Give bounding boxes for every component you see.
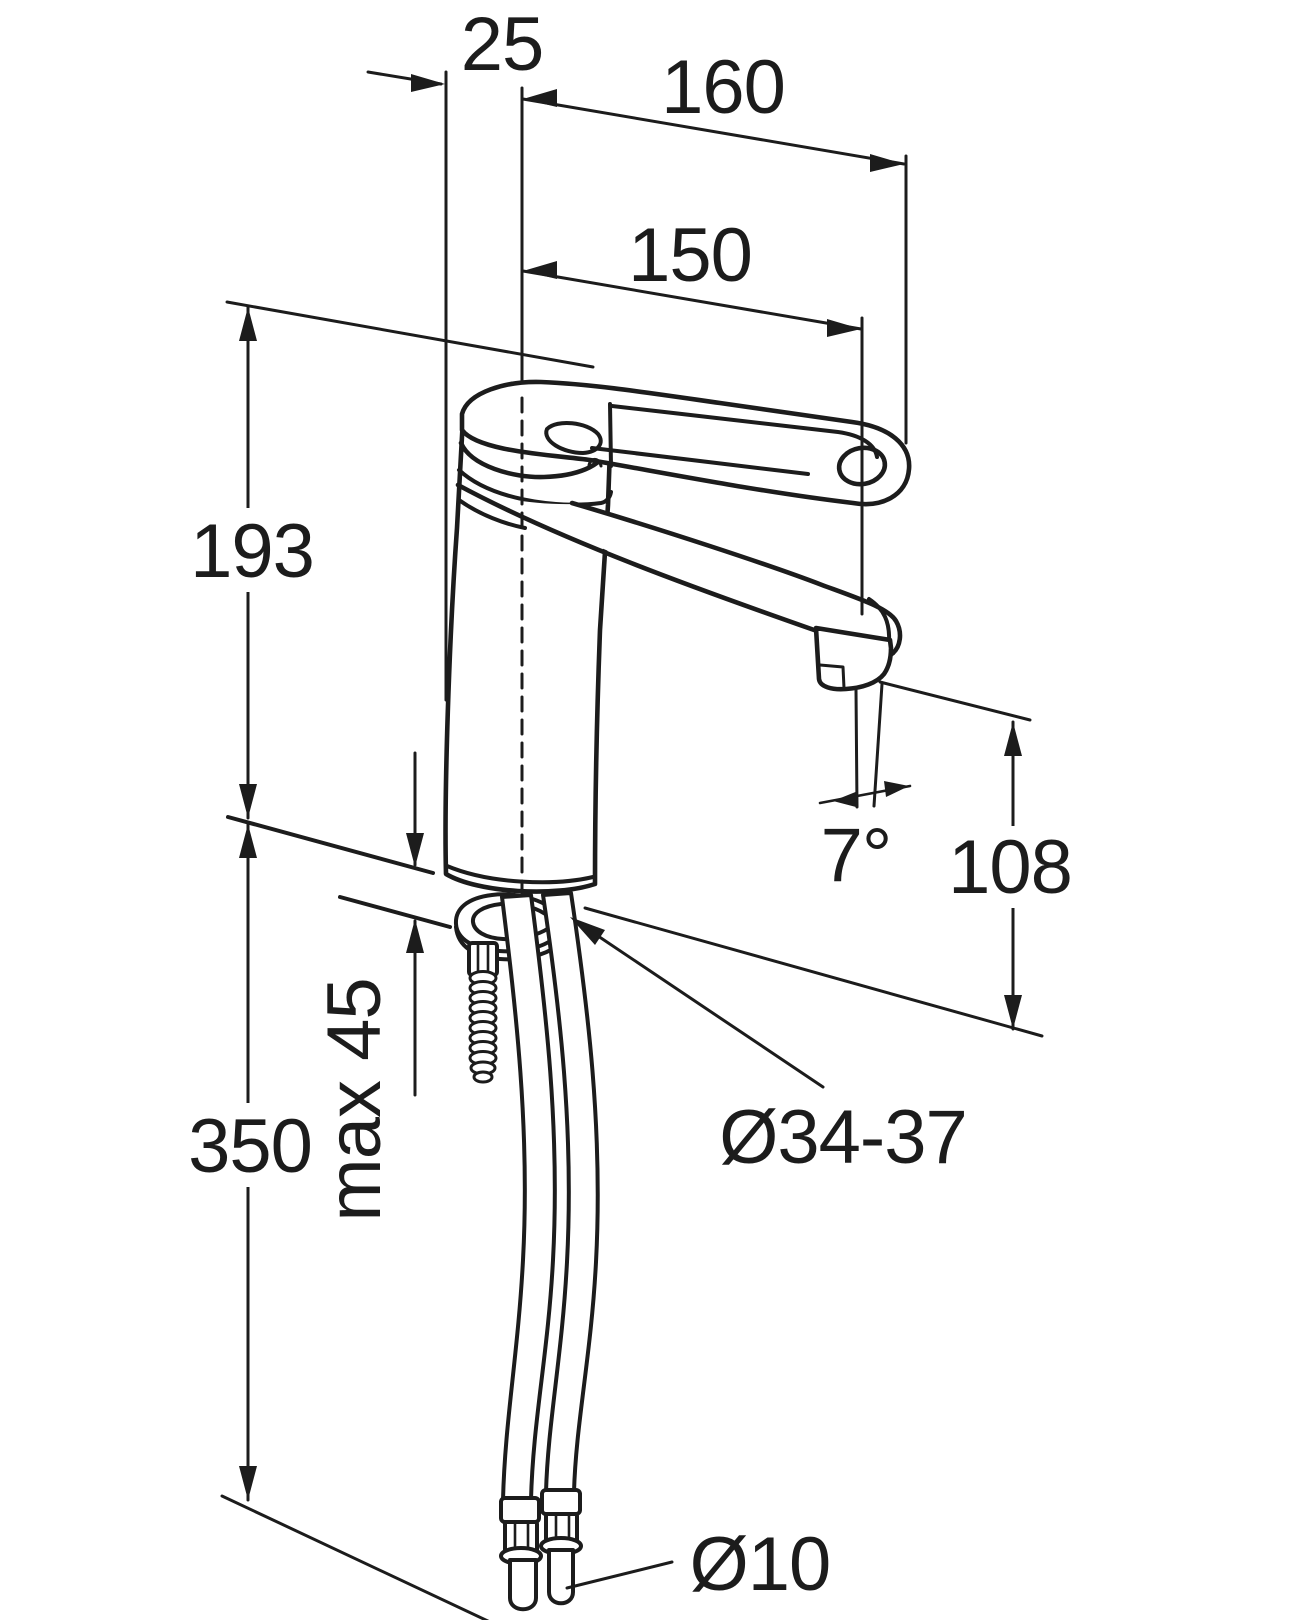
arrowhead-left-icon bbox=[833, 791, 858, 807]
stud-hex-facets bbox=[476, 942, 490, 976]
aerator-notch bbox=[818, 663, 846, 690]
handle-band-inner-top bbox=[610, 404, 879, 459]
dim-reach-150: 150 bbox=[521, 213, 863, 337]
dim-line bbox=[521, 97, 906, 166]
dim-hose-length-350: 350 bbox=[188, 822, 490, 1620]
hose-connector-right bbox=[539, 1488, 583, 1606]
arrowhead-up-icon bbox=[1004, 722, 1022, 756]
arrowhead-up-icon bbox=[239, 824, 257, 858]
aerator bbox=[813, 625, 894, 692]
label-backing bbox=[190, 1103, 310, 1187]
arrowhead-left-icon bbox=[523, 261, 557, 279]
pipe-end bbox=[547, 1548, 575, 1606]
arrowhead-right-icon bbox=[411, 74, 445, 92]
bracket-thickness-line bbox=[454, 925, 559, 962]
pipe-end bbox=[508, 1558, 538, 1612]
extension-line-bottom bbox=[220, 1494, 490, 1620]
hose-left-fill bbox=[502, 895, 555, 1500]
dim-spout-angle-7: 7° bbox=[818, 682, 912, 898]
dim-height-193: 193 bbox=[190, 300, 595, 820]
dim-offset-25: 25 bbox=[366, 2, 544, 702]
arrowhead-up-icon bbox=[406, 919, 424, 953]
callout-pipe-diameter: Ø10 bbox=[565, 1522, 831, 1607]
callout-hole-diameter: Ø34-37 bbox=[570, 917, 968, 1180]
extension-line-top bbox=[225, 300, 595, 369]
hose-connector-left bbox=[499, 1496, 543, 1612]
handle-neck-line bbox=[608, 402, 613, 468]
label-backing bbox=[948, 826, 1072, 908]
threaded-stud bbox=[467, 941, 499, 1084]
extension-line-bottom bbox=[583, 906, 1044, 1038]
handle-hollow-drop bbox=[587, 458, 603, 470]
arrowhead-left-icon bbox=[523, 89, 557, 107]
arrowhead-down-icon bbox=[239, 1466, 257, 1500]
arrowhead-right-icon bbox=[870, 154, 904, 172]
dim-label-max45: max 45 bbox=[312, 978, 397, 1221]
dim-label-160: 160 bbox=[661, 45, 785, 130]
handle-hollow bbox=[544, 421, 603, 455]
handle-lever bbox=[459, 379, 912, 507]
arrowhead-leader-icon bbox=[570, 917, 605, 945]
arrowhead-right-icon bbox=[827, 319, 861, 337]
dim-label-350: 350 bbox=[188, 1104, 312, 1189]
angle-ray-tilted bbox=[872, 682, 884, 808]
stud-tip bbox=[472, 1070, 494, 1084]
spout-bottom-edge bbox=[455, 482, 820, 634]
dim-label-150: 150 bbox=[628, 213, 752, 298]
arrowhead-up-icon bbox=[239, 307, 257, 341]
leader-line bbox=[565, 1560, 674, 1590]
arrowhead-right-icon bbox=[884, 781, 909, 797]
spout-fill bbox=[470, 488, 900, 660]
label-pipe-diameter: Ø10 bbox=[690, 1522, 831, 1607]
spout bbox=[455, 482, 903, 692]
arrowhead-down-icon bbox=[1004, 995, 1022, 1029]
arrowhead-down-icon bbox=[239, 784, 257, 818]
crimp-collar bbox=[499, 1496, 541, 1524]
spout-top-edge bbox=[569, 500, 903, 656]
label-backing bbox=[192, 508, 310, 592]
dim-label-25: 25 bbox=[461, 2, 544, 87]
extension-line-top bbox=[878, 680, 1032, 722]
joint-ring-lower bbox=[457, 498, 527, 530]
dim-label-193: 193 bbox=[190, 509, 314, 594]
dim-label-7deg: 7° bbox=[821, 813, 892, 898]
dim-deck-thickness-max45: max 45 bbox=[312, 751, 424, 1222]
arrowhead-down-icon bbox=[406, 833, 424, 867]
deck-top-line bbox=[226, 815, 435, 875]
dim-label-108: 108 bbox=[948, 825, 1072, 910]
dim-spout-height-108: 108 bbox=[583, 680, 1073, 1038]
dim-line bbox=[521, 269, 863, 331]
spout-end-inner-line bbox=[867, 597, 892, 644]
stud-thread-rings bbox=[468, 970, 498, 1084]
dim-reach-160: 160 bbox=[521, 45, 908, 445]
crimp-collar bbox=[540, 1488, 582, 1516]
label-hole-diameter: Ø34-37 bbox=[719, 1095, 967, 1180]
deck-section bbox=[226, 815, 452, 929]
angle-ray-vertical bbox=[854, 688, 859, 809]
handle-band-gap-edge bbox=[590, 446, 810, 476]
supply-hoses bbox=[500, 891, 600, 1502]
deck-bottom-line bbox=[338, 895, 452, 929]
leader-line bbox=[596, 934, 825, 1089]
